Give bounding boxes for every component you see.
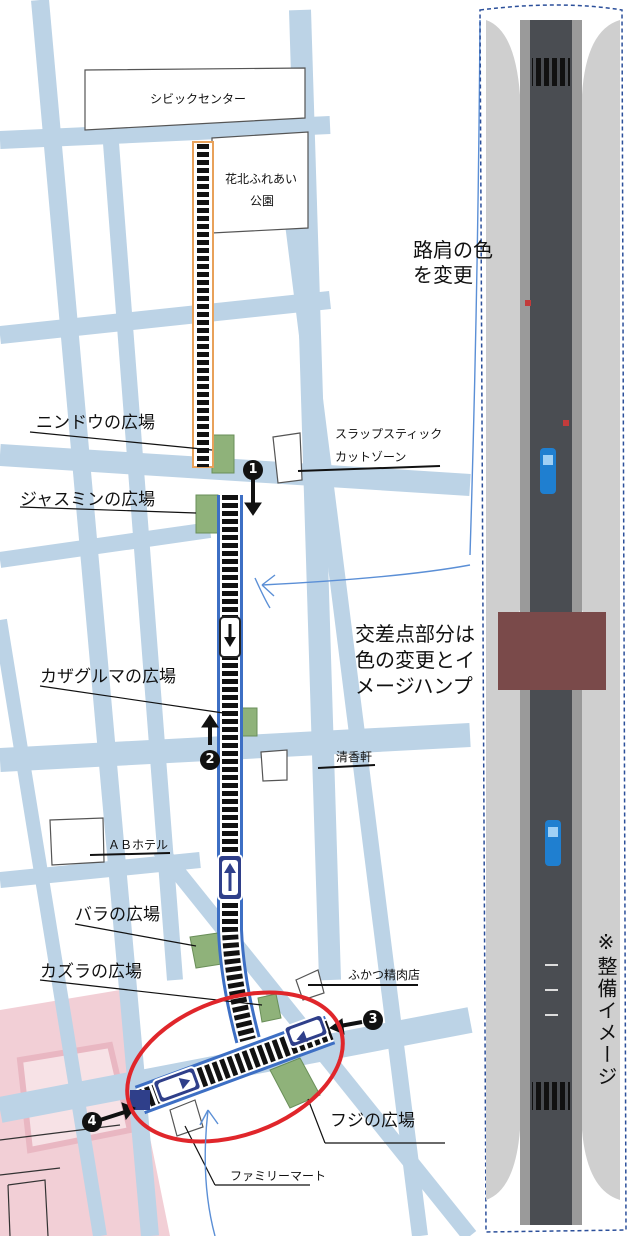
buildings [49,67,325,1137]
annotation-intersection-1: 交差点部分は [355,622,475,646]
annotation-shoulder-1: 路肩の色 [413,238,493,262]
label-nindou-plaza: ニンドウの広場 [36,413,155,433]
label-bara-plaza: バラの広場 [75,905,160,925]
annotation-shoulder-2: を変更 [413,263,473,287]
label-civic-center: シビックセンター [150,92,247,106]
direction-signs [152,616,329,1104]
main-route [217,495,261,1044]
label-hanakita-park-2: 公園 [250,194,275,208]
annotation-intersection-2: 色の変更とイ [355,648,475,672]
annotation-image-note: ※整備イメージ [594,930,618,1088]
leader-lines [19,431,445,1186]
marker-2: 2 [200,750,220,770]
label-kazaguruma-plaza: カザグルマの広場 [40,667,176,687]
image-frame [479,4,627,1233]
road-rendering [486,20,620,1225]
marker-3: 3 [363,1010,383,1030]
north-route [192,141,214,468]
label-seikouken: 清香軒 [336,750,373,764]
marker-1: 1 [243,460,263,480]
label-hanakita-park-1: 花北ふれあい [225,172,298,186]
label-ab-hotel: ＡＢホテル [108,838,169,852]
label-slapstick-1: スラップスティック [335,427,443,441]
label-fukatsu-butcher: ふかつ精肉店 [348,968,421,982]
label-slapstick-2: カットゾーン [335,450,407,464]
label-jasmine-plaza: ジャスミンの広場 [20,490,156,510]
marker-4: 4 [82,1112,102,1132]
annotation-intersection-3: メージハンプ [355,674,473,698]
pointer-arrows [199,19,481,1236]
label-fuji-plaza: フジの広場 [330,1111,415,1131]
label-familymart: ファミリーマート [230,1169,327,1183]
highlight-loop [125,990,345,1144]
label-kazura-plaza: カズラの広場 [40,962,142,982]
